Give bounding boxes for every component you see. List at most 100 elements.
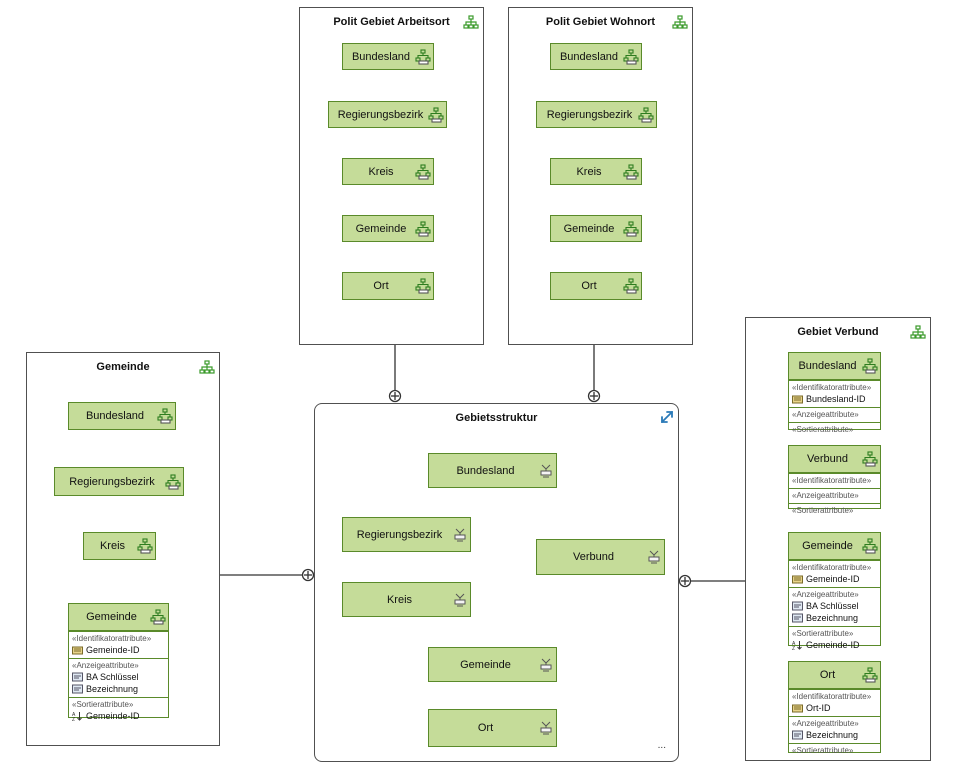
level-icon [623, 220, 639, 237]
level-icon [623, 278, 639, 294]
sort-section: «Sortierattribute» [789, 422, 880, 437]
attribute-icon [72, 684, 83, 694]
level-card-gemeinde[interactable]: Gemeinde «Identifikatorattribute» Gemein… [68, 603, 169, 721]
level-icon [415, 48, 431, 65]
level-icon [862, 451, 878, 467]
card-header: Ort [789, 662, 880, 689]
display-section: «Anzeigeattribute» Bezeichnung [789, 716, 880, 743]
attribute-icon [792, 601, 803, 611]
attribute-label: BA Schlüssel [86, 672, 139, 682]
node-label: Gemeinde [460, 658, 511, 671]
hierarchy-icon [199, 360, 215, 374]
attribute-row[interactable]: BA Schlüssel [72, 671, 165, 683]
level-node-ort[interactable]: Ort [342, 272, 434, 300]
attribute-label: Bezeichnung [806, 730, 859, 740]
node-label: Kreis [386, 593, 413, 606]
attribute-row[interactable]: Ort-ID [792, 702, 877, 714]
level-card-verbund[interactable]: Verbund «Identifikatorattribute» «Anzeig… [788, 445, 881, 515]
level-node-regierungsbezirk[interactable]: Regierungsbezirk [54, 467, 184, 496]
level-icon [623, 163, 639, 180]
svg-text:Z: Z [792, 646, 795, 650]
attribute-row[interactable]: Gemeinde-ID [792, 573, 877, 585]
svg-text:Z: Z [72, 717, 75, 721]
node-label: Kreis [99, 540, 126, 552]
identifier-section: «Identifikatorattribute» [789, 473, 880, 488]
stereotype-label: «Anzeigeattribute» [792, 410, 859, 419]
level-node-kreis[interactable]: Kreis [342, 158, 434, 185]
level-icon [157, 408, 173, 424]
stereotype-label: «Identifikatorattribute» [792, 476, 872, 485]
level-card-ort[interactable]: Ort «Identifikatorattribute» Ort-ID «Anz… [788, 661, 881, 755]
dim-node-ort[interactable]: Ort [428, 709, 557, 747]
level-node-regierungsbezirk[interactable]: Regierungsbezirk [536, 101, 657, 128]
key-attribute-icon [792, 704, 803, 713]
node-label: Regierungsbezirk [356, 528, 443, 541]
attribute-icon [792, 613, 803, 623]
attribute-label: Gemeinde-ID [86, 711, 140, 721]
node-label: Verbund [807, 453, 848, 465]
node-label: Ort [477, 722, 494, 734]
sort-icon: AZ [72, 712, 82, 721]
node-label: Bundesland [456, 464, 515, 477]
attribute-row[interactable]: Bundesland-ID [792, 393, 877, 405]
node-label: Kreis [368, 165, 394, 178]
dimension-icon [661, 411, 673, 423]
level-node-bundesland[interactable]: Bundesland [342, 43, 434, 70]
sort-icon: AZ [792, 641, 802, 650]
attribute-icon [792, 730, 803, 740]
level-node-kreis[interactable]: Kreis [550, 158, 642, 185]
attribute-row[interactable]: BA Schlüssel [792, 600, 877, 612]
attribute-row[interactable]: Bezeichnung [72, 683, 165, 695]
dimension-level-icon [648, 550, 660, 564]
node-label: Gemeinde [563, 222, 615, 235]
level-icon [862, 667, 878, 683]
level-card-gemeinde[interactable]: Gemeinde «Identifikatorattribute» Gemein… [788, 532, 881, 650]
dim-node-verbund[interactable]: Verbund [536, 539, 665, 575]
node-label: Regierungsbezirk [337, 108, 424, 121]
stereotype-label: «Identifikatorattribute» [792, 563, 872, 572]
stereotype-label: «Anzeigeattribute» [792, 719, 859, 728]
card-header: Bundesland [789, 353, 880, 380]
level-node-bundesland[interactable]: Bundesland [550, 43, 642, 70]
stereotype-label: «Anzeigeattribute» [792, 491, 859, 500]
level-card-bundesland[interactable]: Bundesland «Identifikatorattribute» Bund… [788, 352, 881, 434]
stereotype-label: «Identifikatorattribute» [792, 383, 872, 392]
level-node-regierungsbezirk[interactable]: Regierungsbezirk [328, 101, 447, 128]
level-node-ort[interactable]: Ort [550, 272, 642, 300]
attribute-label: Bezeichnung [86, 684, 139, 694]
stereotype-label: «Anzeigeattribute» [72, 661, 139, 670]
attribute-row[interactable]: Gemeinde-ID [72, 644, 165, 656]
attribute-row[interactable]: Bezeichnung [792, 612, 877, 624]
panel-title: Polit Gebiet Wohnort [545, 16, 656, 28]
level-icon [150, 609, 166, 625]
level-node-gemeinde[interactable]: Gemeinde [550, 215, 642, 242]
attribute-icon [72, 672, 83, 682]
display-section: «Anzeigeattribute» [789, 407, 880, 422]
attribute-row[interactable]: Bezeichnung [792, 729, 877, 741]
sort-section: «Sortierattribute» [789, 503, 880, 518]
level-icon [415, 163, 431, 180]
level-node-bundesland[interactable]: Bundesland [68, 402, 176, 430]
display-section: «Anzeigeattribute» BA Schlüssel Bezeichn… [789, 587, 880, 626]
dimension-level-icon [540, 464, 552, 477]
dimension-level-icon [454, 528, 466, 541]
dim-node-bundesland[interactable]: Bundesland [428, 453, 557, 488]
dim-node-gemeinde[interactable]: Gemeinde [428, 647, 557, 682]
more-indicator[interactable]: ... [657, 740, 666, 751]
panel-title: Gebietsstruktur [455, 412, 538, 424]
node-label: Gemeinde [86, 611, 137, 623]
level-node-kreis[interactable]: Kreis [83, 532, 156, 560]
sort-section: «Sortierattribute» [789, 743, 880, 758]
stereotype-label: «Identifikatorattribute» [72, 634, 152, 643]
dim-node-kreis[interactable]: Kreis [342, 582, 471, 617]
level-node-gemeinde[interactable]: Gemeinde [342, 215, 434, 242]
dim-node-regierungsbezirk[interactable]: Regierungsbezirk [342, 517, 471, 552]
panel-title: Polit Gebiet Arbeitsort [333, 16, 450, 28]
card-header: Gemeinde [69, 604, 168, 631]
attribute-label: Bezeichnung [806, 613, 859, 623]
node-label: Regierungsbezirk [69, 475, 155, 488]
node-label: Verbund [573, 551, 614, 563]
